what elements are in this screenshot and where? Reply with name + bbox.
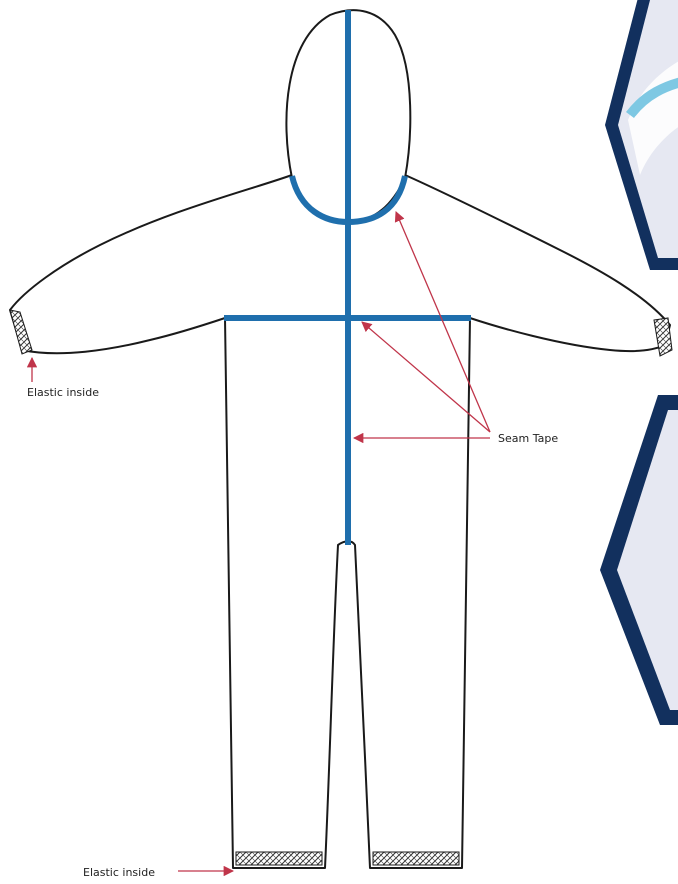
- label-elastic-wrist: Elastic inside: [27, 386, 99, 399]
- coverall-outline: [10, 10, 670, 868]
- hex-photo-bottom: [600, 395, 678, 725]
- label-seam-tape: Seam Tape: [498, 432, 558, 445]
- coverall-body: [10, 175, 670, 868]
- hex-photo-top: [605, 0, 678, 270]
- elastic-cuff-left-ankle: [236, 852, 322, 865]
- elastic-cuff-right-ankle: [373, 852, 459, 865]
- label-elastic-ankle: Elastic inside: [83, 866, 155, 879]
